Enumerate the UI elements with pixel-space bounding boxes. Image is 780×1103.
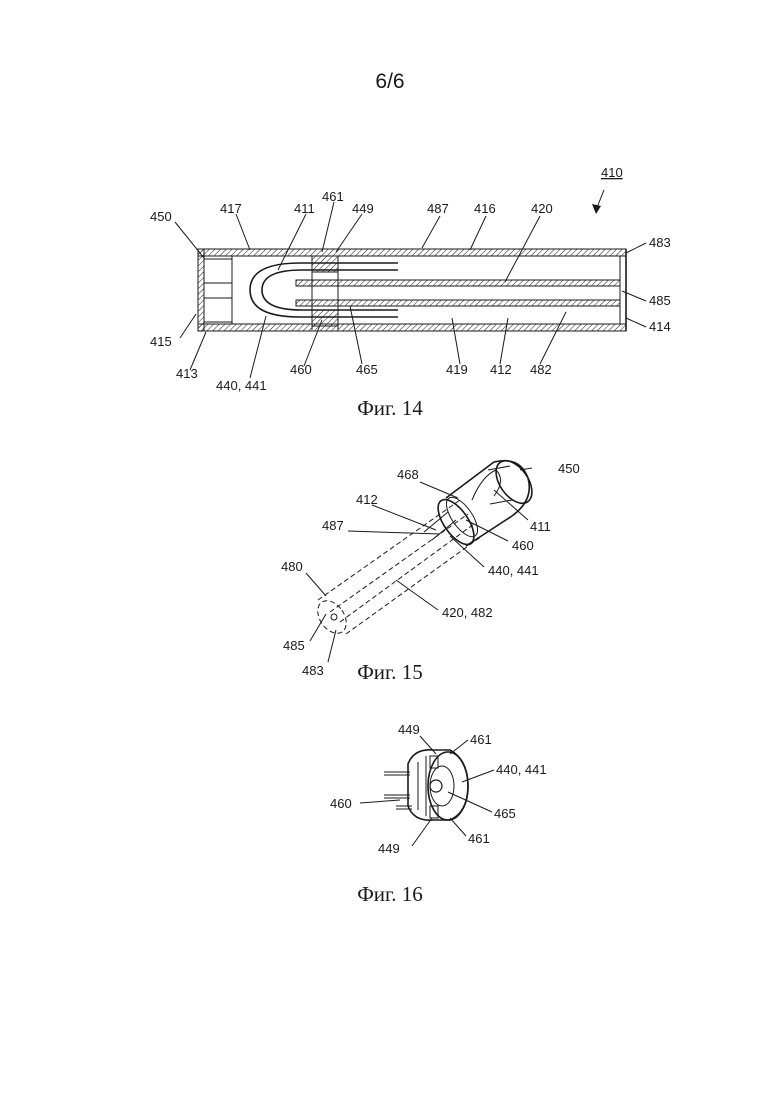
label-449: 449 [352, 201, 374, 216]
label-482: 482 [530, 362, 552, 377]
figure-16-caption: Фиг. 16 [0, 882, 780, 907]
label-411: 411 [294, 201, 315, 216]
label-413: 413 [176, 366, 198, 381]
label-411: 411 [530, 519, 551, 534]
label-485: 485 [649, 293, 671, 308]
end-cap-block-top [204, 259, 232, 283]
label-461: 461 [322, 189, 344, 204]
label-414: 414 [649, 319, 671, 334]
label-487: 487 [322, 518, 344, 533]
label-449-bottom: 449 [378, 841, 400, 856]
label-419: 419 [446, 362, 468, 377]
center-tube-bottom [296, 300, 620, 306]
label-485: 485 [283, 638, 305, 653]
end-cap-block-bottom [204, 298, 232, 322]
housing-top-wall [198, 249, 626, 256]
label-460: 460 [330, 796, 352, 811]
label-483: 483 [649, 235, 671, 250]
figure-14-labels: 410 450 417 411 461 449 487 416 420 483 … [150, 165, 671, 393]
cartridge-end-cap [489, 454, 539, 509]
label-440-441: 440, 441 [216, 378, 267, 393]
label-465: 465 [494, 806, 516, 821]
label-440-441: 440, 441 [488, 563, 539, 578]
label-416: 416 [474, 201, 496, 216]
label-420: 420 [531, 201, 553, 216]
label-420-482: 420, 482 [442, 605, 493, 620]
label-480: 480 [281, 559, 303, 574]
label-412: 412 [490, 362, 512, 377]
label-417: 417 [220, 201, 242, 216]
figure-15-labels: 468 450 412 487 411 460 440, 441 480 420… [281, 461, 580, 678]
seal-top [312, 256, 338, 272]
figure-16-labels: 449 461 440, 441 460 465 449 461 [330, 722, 547, 856]
label-468: 468 [397, 467, 419, 482]
figure-14-caption: Фиг. 14 [0, 396, 780, 421]
label-415: 415 [150, 334, 172, 349]
label-450: 450 [150, 209, 172, 224]
label-461-bottom: 461 [468, 831, 490, 846]
seal-plug-face [428, 752, 468, 820]
figure-14-drawing [175, 190, 646, 378]
figure-16-drawing [360, 736, 494, 846]
figure-15-drawing [306, 454, 539, 662]
label-460: 460 [290, 362, 312, 377]
label-450: 450 [558, 461, 580, 476]
figure-15-caption: Фиг. 15 [0, 660, 780, 685]
cartridge-body [446, 461, 529, 546]
label-449-top: 449 [398, 722, 420, 737]
housing-left-wall [198, 249, 204, 331]
label-465: 465 [356, 362, 378, 377]
label-410: 410 [601, 165, 623, 180]
center-tube-top [296, 280, 620, 286]
label-487: 487 [427, 201, 449, 216]
label-440-441: 440, 441 [496, 762, 547, 777]
label-460: 460 [512, 538, 534, 553]
seal-bottom [312, 310, 338, 326]
label-412: 412 [356, 492, 378, 507]
label-461-top: 461 [470, 732, 492, 747]
